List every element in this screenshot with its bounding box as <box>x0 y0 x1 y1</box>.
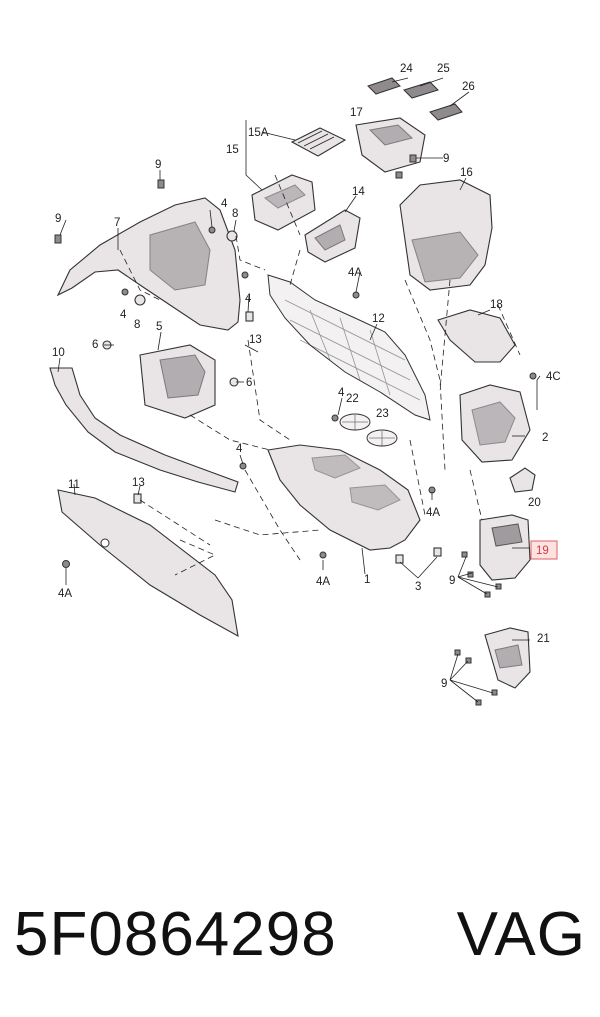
part-5-housing <box>139 344 216 419</box>
label-23: 23 <box>376 408 389 420</box>
label-4A: 4A <box>316 576 330 588</box>
label-2: 2 <box>542 432 548 444</box>
part-1-main-console <box>267 444 421 551</box>
label-9: 9 <box>441 678 447 690</box>
label-4: 4 <box>120 309 127 321</box>
label-13: 13 <box>132 477 145 489</box>
label-15: 15 <box>226 144 239 156</box>
part-number: 5F0864298 <box>14 900 337 969</box>
part-12-honeycomb-panel <box>267 274 431 421</box>
label-5: 5 <box>156 321 162 333</box>
part-14-bracket <box>304 209 361 263</box>
label-7: 7 <box>114 217 120 229</box>
part-19-rear-vent <box>479 514 531 581</box>
leader-lines <box>57 77 541 703</box>
label-3: 3 <box>415 581 421 593</box>
label-8: 8 <box>232 208 238 220</box>
label-6: 6 <box>92 339 98 351</box>
part-15-storage-box <box>251 174 316 231</box>
part-22-round-mat <box>339 413 371 431</box>
label-15A: 15A <box>248 127 269 139</box>
part-23-round-mat <box>366 429 398 447</box>
label-9: 9 <box>443 153 449 165</box>
fasteners <box>54 154 537 706</box>
label-4: 4 <box>338 387 345 399</box>
label-18: 18 <box>490 299 503 311</box>
label-22: 22 <box>346 393 359 405</box>
callout-labels: 1 2 3 4 4 4 4 4 4A 4A 4A 4A 4C 5 6 6 7 8… <box>52 63 561 690</box>
label-4C: 4C <box>546 371 561 383</box>
part-21-rear-cover <box>484 627 531 689</box>
label-4A: 4A <box>58 588 72 600</box>
label-6: 6 <box>246 377 252 389</box>
label-17: 17 <box>350 107 363 119</box>
label-9: 9 <box>155 159 161 171</box>
part-20-clip <box>509 467 536 493</box>
brand-label: VAG <box>456 900 586 969</box>
label-14: 14 <box>352 186 365 198</box>
part-10-lower-rail <box>49 367 239 493</box>
label-10: 10 <box>52 347 65 359</box>
part-17-upper-box <box>355 117 426 173</box>
label-13: 13 <box>249 334 262 346</box>
label-4: 4 <box>245 293 252 305</box>
label-19-highlight <box>530 540 558 560</box>
label-4A: 4A <box>348 267 362 279</box>
label-21: 21 <box>537 633 550 645</box>
label-9: 9 <box>449 575 455 587</box>
part-16-armrest <box>399 179 493 291</box>
part-25-mat <box>403 81 439 99</box>
part-15A-mat <box>290 127 347 157</box>
label-1: 1 <box>364 574 370 586</box>
label-20: 20 <box>528 497 541 509</box>
label-4: 4 <box>236 443 243 455</box>
label-26: 26 <box>462 81 475 93</box>
part-7-left-trim <box>56 197 241 331</box>
label-24: 24 <box>400 63 413 75</box>
part-11-side-panel <box>57 489 239 638</box>
label-25: 25 <box>437 63 450 75</box>
label-4A: 4A <box>426 507 440 519</box>
part-2-housing <box>459 384 531 463</box>
label-16: 16 <box>460 167 473 179</box>
label-9: 9 <box>55 213 61 225</box>
part-18-bracket <box>437 309 516 363</box>
label-4: 4 <box>221 198 228 210</box>
part-26-mat <box>429 103 463 121</box>
label-12: 12 <box>372 313 385 325</box>
label-19: 19 <box>536 545 549 557</box>
label-11: 11 <box>68 479 80 491</box>
exploded-parts-diagram: 1 2 3 4 4 4 4 4 4A 4A 4A 4A 4C 5 6 6 7 8… <box>49 63 561 706</box>
footer: 5F0864298 VAG <box>0 880 600 990</box>
label-8: 8 <box>134 319 140 331</box>
part-24-mat <box>367 77 401 95</box>
